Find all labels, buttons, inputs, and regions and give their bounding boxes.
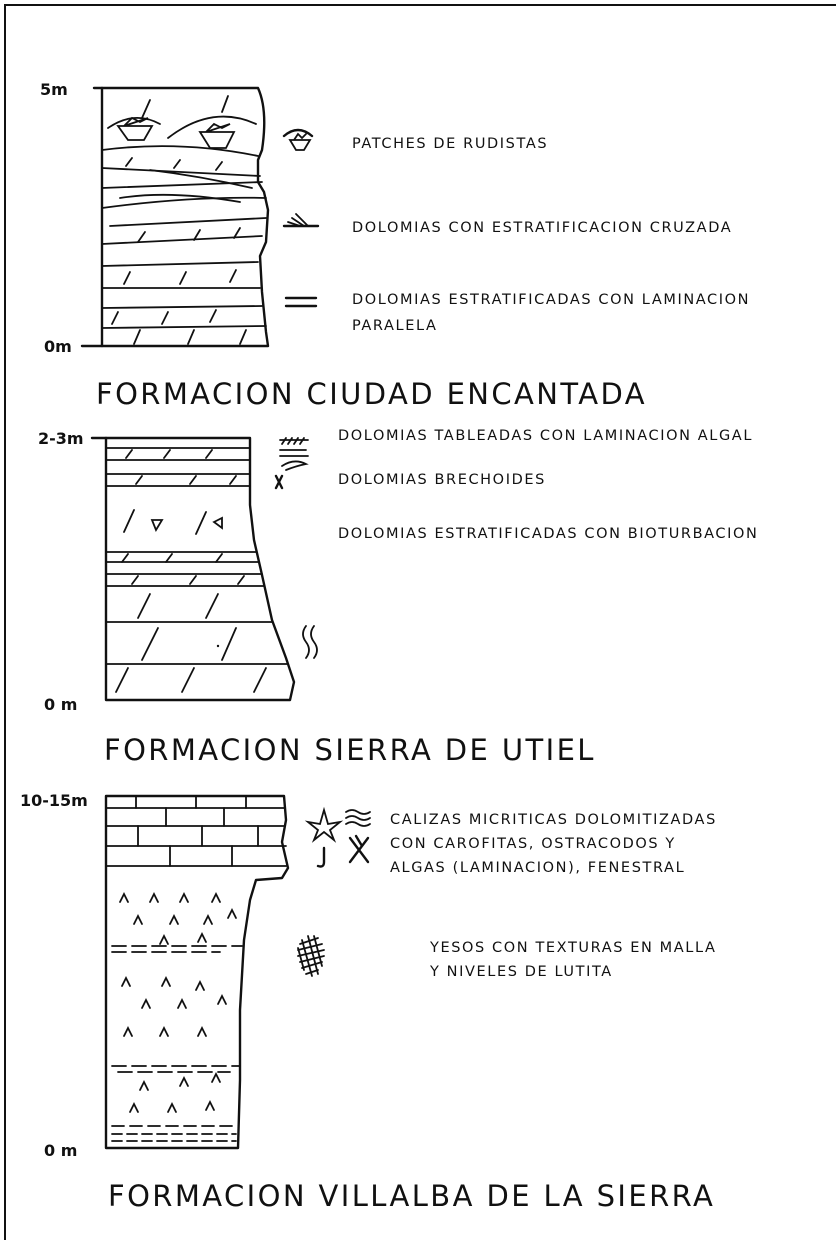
- rudist-patch-icon: [282, 128, 314, 151]
- scale-top-label: 2-3m: [38, 429, 84, 448]
- legend-label: ALGAS (LAMINACION), FENESTRAL: [390, 860, 685, 876]
- breccia-icon: [274, 460, 309, 490]
- scale-top-label: 5m: [40, 80, 68, 99]
- chicken-wire-gypsum-icon: [297, 935, 325, 977]
- lithology-column: [104, 436, 296, 702]
- formation-title: FORMACION CIUDAD ENCANTADA: [96, 377, 647, 411]
- legend-label: CON CAROFITAS, OSTRACODOS Y: [390, 836, 676, 852]
- legend-label: Y NIVELES DE LUTITA: [429, 964, 613, 980]
- legend-label: DOLOMIAS ESTRATIFICADAS CON LAMINACION: [352, 292, 750, 308]
- parallel-lamination-icon: [284, 296, 318, 308]
- scale-bottom-label: 0 m: [44, 695, 77, 714]
- section-villalba-de-la-sierra: 10-15m 0 m: [20, 791, 717, 1213]
- algal-lamination-icon: [279, 437, 309, 457]
- legend-label: DOLOMIAS ESTRATIFICADAS CON BIOTURBACION: [338, 526, 758, 542]
- legend-label: YESOS CON TEXTURAS EN MALLA: [429, 940, 717, 956]
- formation-title: FORMACION SIERRA DE UTIEL: [104, 733, 596, 767]
- bioturbation-icon: [302, 625, 318, 659]
- section-sierra-de-utiel: 2-3m 0 m: [38, 428, 758, 767]
- section-ciudad-encantada: 5m 0m: [40, 80, 750, 411]
- scale-bottom-label: 0m: [44, 337, 72, 356]
- cross-bedding-icon: [282, 213, 320, 228]
- scale-bottom-label: 0 m: [44, 1141, 77, 1160]
- legend-label: CALIZAS MICRITICAS DOLOMITIZADAS: [390, 812, 717, 828]
- scale-top-label: 10-15m: [20, 791, 88, 810]
- charophyte-ostracod-icon: [304, 806, 371, 868]
- lithology-column: [104, 794, 290, 1150]
- figure-frame: [4, 4, 836, 1240]
- legend-label: DOLOMIAS BRECHOIDES: [338, 472, 546, 488]
- lithology-column: [100, 86, 270, 348]
- rudist-patch-glyph: [107, 115, 257, 149]
- formation-title: FORMACION VILLALBA DE LA SIERRA: [108, 1179, 715, 1213]
- legend-label: PARALELA: [352, 318, 438, 334]
- gypsum-marks: [119, 891, 237, 1113]
- legend-label: PATCHES DE RUDISTAS: [352, 136, 548, 152]
- legend-label: DOLOMIAS TABLEADAS CON LAMINACION ALGAL: [338, 428, 753, 444]
- legend-label: DOLOMIAS CON ESTRATIFICACION CRUZADA: [352, 220, 732, 236]
